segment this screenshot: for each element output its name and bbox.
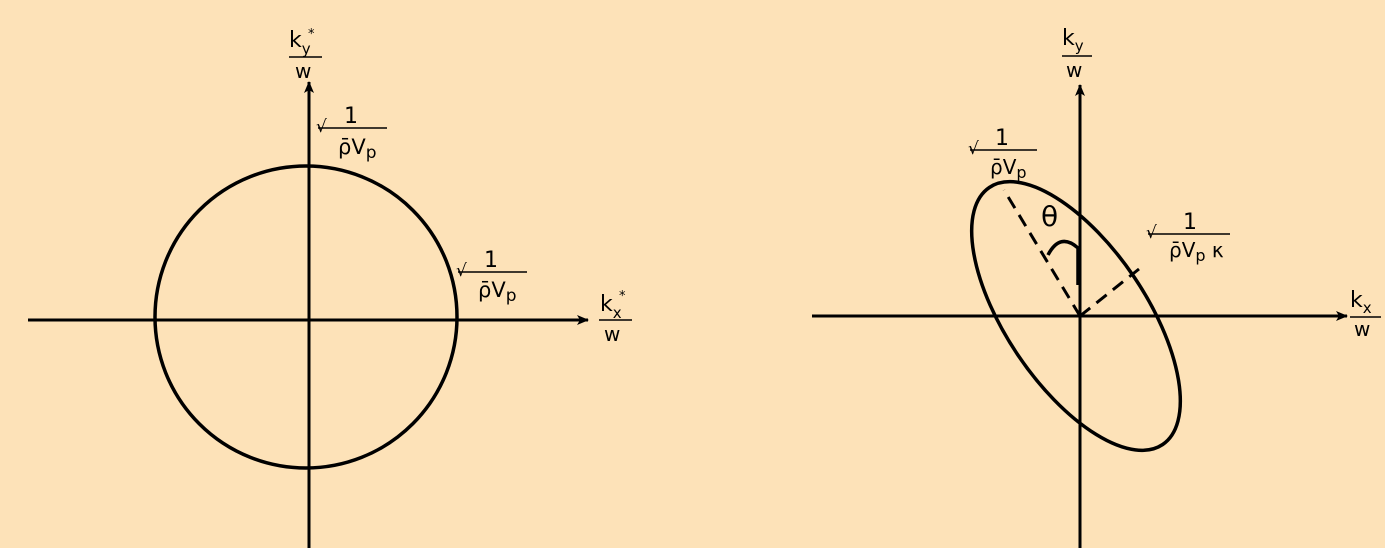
svg-text:kx: kx bbox=[1350, 288, 1372, 317]
svg-text:√: √ bbox=[1146, 223, 1157, 243]
svg-text:ρ̄Vp κ: ρ̄Vp κ bbox=[1169, 238, 1224, 265]
svg-text:kx: kx bbox=[600, 292, 622, 322]
svg-text:1: 1 bbox=[1183, 210, 1197, 235]
left-y-intercept-label: √ 1 ρ̄Vp bbox=[316, 104, 387, 163]
left-x-intercept-label: √ 1 ρ̄Vp bbox=[456, 248, 527, 306]
angle-theta-label: θ bbox=[1041, 200, 1058, 233]
svg-text:w: w bbox=[1066, 58, 1082, 82]
svg-text:√: √ bbox=[456, 261, 467, 281]
svg-text:*: * bbox=[619, 289, 626, 304]
svg-text:w: w bbox=[295, 59, 311, 83]
right-ellipse bbox=[969, 179, 1183, 453]
svg-text:1: 1 bbox=[344, 104, 358, 129]
left-y-axis-label: ky * w bbox=[289, 27, 322, 83]
svg-text:w: w bbox=[604, 322, 620, 346]
angle-arc bbox=[1046, 239, 1080, 285]
left-x-axis-label: kx * w bbox=[599, 289, 632, 346]
right-panel: θ ky w kx w √ 1 ρ̄Vp √ 1 ρ̄Vp κ bbox=[812, 26, 1381, 548]
minor-axis-dashed-line bbox=[1079, 267, 1140, 318]
right-x-axis-label: kx w bbox=[1350, 288, 1381, 341]
svg-text:√: √ bbox=[968, 139, 979, 159]
svg-text:1: 1 bbox=[995, 126, 1009, 151]
left-panel: ky * w kx * w √ 1 ρ̄Vp √ 1 ρ̄Vp bbox=[28, 27, 632, 548]
svg-text:ky: ky bbox=[1062, 26, 1084, 55]
right-major-axis-label: √ 1 ρ̄Vp bbox=[968, 126, 1037, 182]
svg-text:1: 1 bbox=[484, 248, 498, 273]
left-circle bbox=[153, 164, 459, 470]
svg-text:ρ̄Vp: ρ̄Vp bbox=[338, 135, 377, 163]
svg-text:*: * bbox=[308, 27, 315, 42]
svg-text:ky: ky bbox=[289, 28, 311, 58]
right-y-axis-label: ky w bbox=[1062, 26, 1092, 82]
right-minor-axis-label: √ 1 ρ̄Vp κ bbox=[1146, 210, 1230, 265]
svg-text:√: √ bbox=[316, 117, 327, 137]
svg-text:ρ̄Vp: ρ̄Vp bbox=[478, 278, 517, 306]
major-axis-dashed-line bbox=[1002, 189, 1082, 317]
svg-text:ρ̄Vp: ρ̄Vp bbox=[990, 155, 1027, 182]
svg-text:w: w bbox=[1354, 317, 1370, 341]
